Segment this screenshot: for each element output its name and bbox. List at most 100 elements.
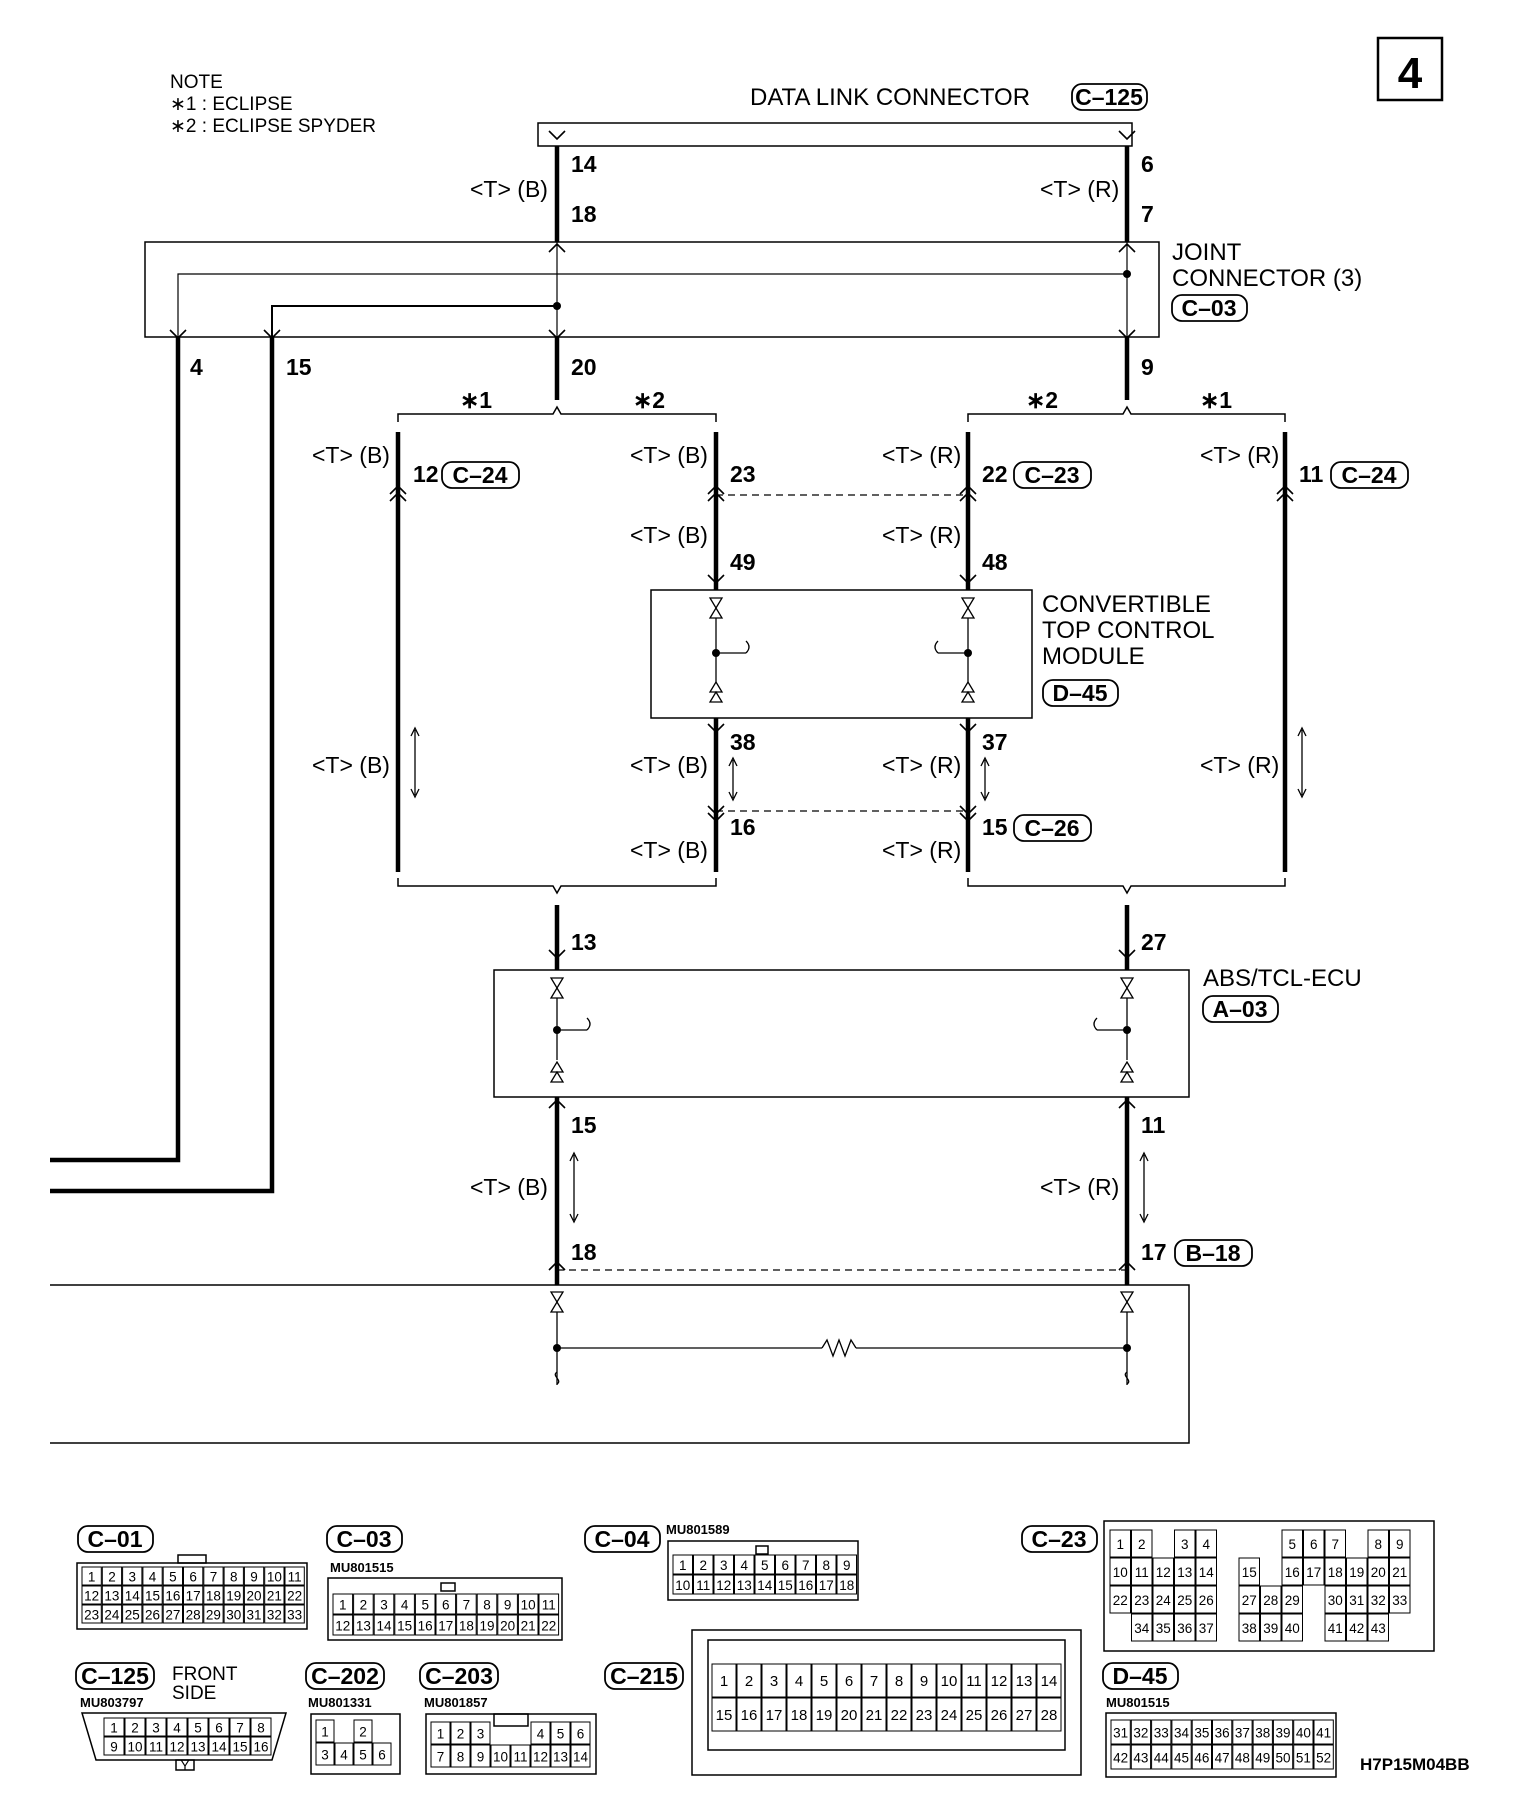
connector-pin-cell — [223, 1566, 244, 1586]
pin-48: 48 — [982, 549, 1008, 575]
connector-pin-cell — [1152, 1585, 1174, 1614]
pin-11-top: 11 — [1299, 461, 1324, 487]
pin-38: 38 — [730, 729, 756, 755]
connector-pin-number: 1 — [110, 1721, 118, 1736]
connector-pin-cell — [836, 1697, 862, 1732]
connector-pin-number: 18 — [839, 1578, 854, 1593]
connector-pin-cell — [183, 1604, 204, 1624]
connector-pin-number: 5 — [421, 1598, 429, 1613]
connector-pin-number: 43 — [1371, 1621, 1386, 1636]
connector-pin-number: 20 — [841, 1707, 858, 1724]
connector-pin-number: 5 — [169, 1570, 177, 1585]
connector-pin-number: 10 — [1113, 1565, 1128, 1580]
connector-pin-cell — [372, 1742, 392, 1766]
connector-pin-cell — [1389, 1557, 1411, 1586]
pn-c125: MU803797 — [80, 1695, 144, 1710]
view-c04: C–04 — [595, 1526, 650, 1552]
abs-ecu: ABS/TCL-ECU A–03 — [493, 965, 1362, 1098]
connector-pin-number: 6 — [845, 1673, 853, 1690]
connector-pin-cell — [187, 1717, 209, 1737]
connector-pin-cell — [284, 1566, 305, 1586]
connector-pin-number: 38 — [1255, 1726, 1270, 1741]
connector-pin-number: 39 — [1263, 1621, 1278, 1636]
connector-pin-cell — [861, 1697, 887, 1732]
connector-pin-cell — [103, 1736, 125, 1756]
connector-pin-cell — [353, 1719, 373, 1743]
connector-pin-number: 14 — [573, 1750, 589, 1765]
note-star1: ∗1 : ECLIPSE — [170, 94, 293, 115]
connector-pin-number: 27 — [1242, 1593, 1257, 1608]
pin-18-low: 18 — [571, 1239, 597, 1265]
connector-pin-cell — [1212, 1744, 1233, 1770]
ctc-line1: CONVERTIBLE — [1042, 591, 1211, 618]
connector-pin-number: 15 — [716, 1707, 733, 1724]
connector-pin-number: 4 — [149, 1570, 157, 1585]
connector-pin-number: 26 — [1199, 1593, 1214, 1608]
connector-pin-cell — [81, 1604, 102, 1624]
connector-pin-number: 27 — [1016, 1707, 1033, 1724]
connector-pin-number: 5 — [1288, 1537, 1296, 1552]
connector-pin-cell — [1367, 1557, 1389, 1586]
connector-pin-number: 30 — [1328, 1593, 1343, 1608]
connector-pin-cell — [1036, 1663, 1062, 1698]
joint-label-2: CONNECTOR (3) — [1172, 265, 1362, 292]
connector-pin-cell — [1303, 1529, 1325, 1558]
connector-pin-number: 18 — [791, 1707, 808, 1724]
connector-pin-cell — [1252, 1719, 1273, 1745]
connector-pin-cell — [183, 1566, 204, 1586]
connector-pin-number: 51 — [1296, 1751, 1311, 1766]
connector-pin-cell — [1281, 1613, 1303, 1642]
connector-pin-cell — [334, 1742, 354, 1766]
connector-pin-cell — [1313, 1744, 1334, 1770]
connector-pin-cell — [550, 1721, 571, 1745]
pin-20: 20 — [571, 354, 597, 380]
connector-pin-number: 11 — [513, 1750, 527, 1765]
connector-pin-cell — [1174, 1585, 1196, 1614]
connector-pin-number: 5 — [557, 1727, 565, 1742]
code-c24-right: C–24 — [1342, 462, 1397, 488]
connector-pin-cell — [517, 1593, 539, 1615]
connector-pin-cell — [430, 1721, 451, 1745]
connector-pin-cell — [124, 1736, 146, 1756]
wire-label: <T> (B) — [312, 442, 390, 468]
connector-pin-cell — [672, 1554, 693, 1575]
connector-pin-cell — [414, 1614, 436, 1636]
connector-pin-number: 6 — [781, 1558, 789, 1573]
pin-16: 16 — [730, 814, 756, 840]
connector-pin-cell — [145, 1736, 167, 1756]
connector-pin-number: 35 — [1156, 1621, 1171, 1636]
connector-pin-cell — [187, 1736, 209, 1756]
connector-pin-cell — [911, 1663, 937, 1698]
connector-pin-cell — [795, 1554, 816, 1575]
connector-pin-number: 40 — [1296, 1726, 1311, 1741]
connector-pin-cell — [315, 1742, 335, 1766]
connector-pin-cell — [1260, 1613, 1282, 1642]
connector-pin-cell — [1367, 1585, 1389, 1614]
connector-pin-number: 40 — [1285, 1621, 1300, 1636]
connector-pin-cell — [315, 1719, 335, 1743]
connector-pin-number: 5 — [194, 1721, 202, 1736]
connector-pin-cell — [203, 1604, 224, 1624]
connector-pin-cell — [223, 1604, 244, 1624]
connector-pin-number: 12 — [1156, 1565, 1171, 1580]
connector-pin-number: 15 — [145, 1589, 160, 1604]
connector-pin-number: 2 — [108, 1570, 116, 1585]
view-c01: C–01 — [88, 1526, 143, 1552]
connector-pin-cell — [986, 1663, 1012, 1698]
connector-pin-number: 16 — [418, 1619, 433, 1634]
connector-pin-number: 23 — [916, 1707, 933, 1724]
figure-id: H7P15M04BB — [1360, 1755, 1470, 1774]
note-title: NOTE — [170, 72, 223, 93]
connector-pin-number: 5 — [359, 1748, 367, 1763]
pin-37: 37 — [982, 729, 1008, 755]
connector-pin-number: 9 — [920, 1673, 928, 1690]
connector-pin-number: 2 — [457, 1727, 465, 1742]
pin-marks — [169, 130, 1294, 1271]
connector-pin-cell — [886, 1697, 912, 1732]
connector-pin-cell — [264, 1585, 285, 1605]
connector-pin-number: 4 — [795, 1673, 803, 1690]
connector-pin-number: 31 — [1113, 1726, 1128, 1741]
connector-pin-number: 17 — [819, 1578, 834, 1593]
connector-pin-cell — [570, 1744, 591, 1768]
connector-pin-cell — [736, 1697, 762, 1732]
